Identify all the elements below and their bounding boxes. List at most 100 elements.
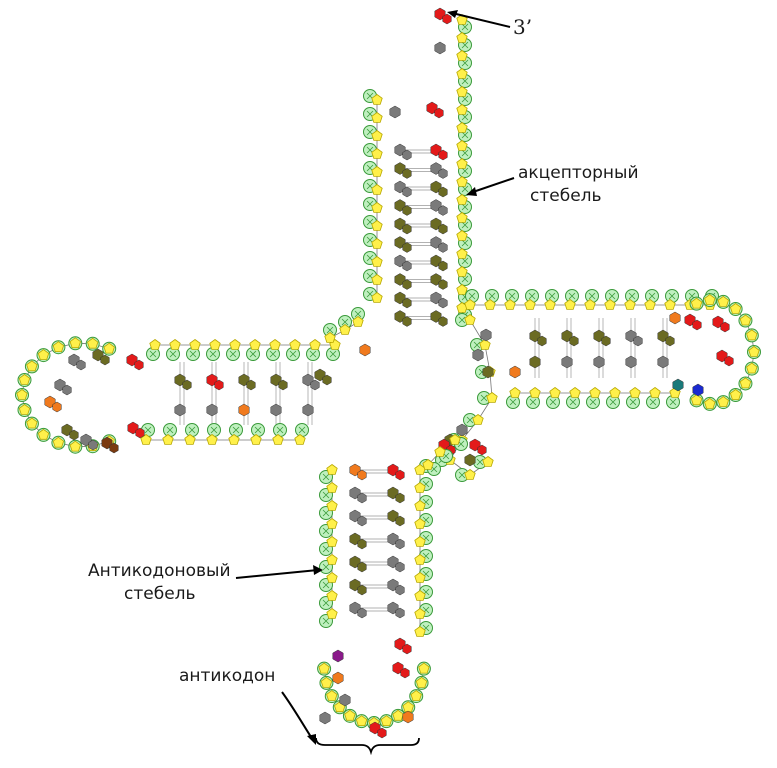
anticodon-label: антикодон [179, 666, 275, 686]
ribose-sugar [184, 434, 196, 445]
phosphate-mark [568, 292, 576, 300]
ribose-sugar [206, 434, 218, 445]
ribose-sugar [624, 299, 636, 310]
phosphate-mark [548, 292, 556, 300]
nucleobase [434, 41, 446, 55]
ribose-sugar [456, 50, 468, 61]
ribose-sugar [326, 482, 338, 493]
phosphate-mark [461, 239, 469, 247]
nucleobase [625, 355, 637, 369]
phosphate-mark [461, 221, 469, 229]
phosphate-mark [649, 398, 657, 406]
phosphate-mark [209, 350, 217, 358]
nucleobase [692, 319, 702, 331]
nucleobase [310, 379, 320, 391]
phosphate-mark [461, 167, 469, 175]
nucleobase [724, 355, 734, 367]
nucleobase [438, 260, 448, 272]
ribose-sugar [229, 339, 241, 350]
nucleobase [438, 297, 448, 309]
phosphate-mark [322, 509, 330, 517]
ribose-sugar [748, 346, 760, 357]
acceptor-stem-label-line1: акцепторный [518, 163, 639, 183]
phosphate-mark [461, 77, 469, 85]
ribose-sugar [414, 554, 426, 565]
ribose-sugar [371, 274, 383, 285]
phosphate-mark [458, 471, 466, 479]
acceptor-stem-arrowhead [466, 187, 477, 196]
ribose-sugar [649, 387, 661, 398]
nucleobase [206, 403, 218, 417]
phosphate-mark [461, 185, 469, 193]
nucleobase [402, 316, 412, 327]
ribose-sugar [456, 176, 468, 187]
phosphate-mark [608, 292, 616, 300]
phosphate-mark [322, 527, 330, 535]
phosphate-mark [210, 426, 218, 434]
nucleobase [657, 355, 669, 369]
phosphate-mark [254, 426, 262, 434]
nucleobase [395, 492, 405, 504]
phosphate-mark [508, 292, 516, 300]
ribose-sugar [644, 299, 656, 310]
nucleobase [395, 538, 405, 550]
ribose-sugar [326, 608, 338, 619]
nucleobase [456, 423, 468, 437]
ribose-sugar [509, 387, 521, 398]
ribose-sugar [414, 608, 426, 619]
ribose-sugar [414, 482, 426, 493]
ribose-sugar [169, 339, 181, 350]
ribose-sugar [37, 349, 50, 360]
ribose-sugar [456, 266, 468, 277]
nucleobase [270, 403, 282, 417]
ribose-sugar [371, 220, 383, 231]
phosphate-mark [461, 95, 469, 103]
phosphate-mark [528, 292, 536, 300]
ribose-sugar [604, 299, 616, 310]
phosphate-mark [473, 341, 481, 349]
nucleobase [438, 279, 448, 290]
phosphate-mark [609, 398, 617, 406]
nucleobase [357, 492, 367, 504]
nucleobase [402, 205, 412, 216]
ribose-sugar [339, 324, 351, 335]
nucleobase [665, 335, 675, 347]
phosphate-mark [329, 350, 337, 358]
ribose-sugar [209, 339, 221, 350]
ribose-sugar [434, 446, 446, 457]
ribose-sugar [549, 387, 561, 398]
nucleobase [438, 242, 448, 253]
nucleobase [402, 242, 412, 253]
nucleobase [402, 260, 412, 272]
ribose-sugar [456, 86, 468, 97]
ribose-sugar [529, 387, 541, 398]
nucleobase [278, 379, 288, 391]
ribose-sugar [371, 184, 383, 195]
ribose-sugar [371, 112, 383, 123]
nucleobase [357, 515, 367, 527]
nucleobase [529, 355, 541, 369]
ribose-sugar [269, 339, 281, 350]
ribose-sugar [87, 337, 99, 349]
nucleobase [720, 321, 730, 333]
ribose-sugar [352, 316, 364, 327]
ribose-sugar [484, 299, 496, 310]
ribose-sugar [422, 459, 434, 470]
anticodon-stem-label-line1: Антикодоновый [88, 561, 231, 581]
ribose-sugar [456, 122, 468, 133]
ribose-sugar [524, 299, 536, 310]
phosphate-mark [461, 203, 469, 211]
ribose-sugar [272, 434, 284, 445]
nucleobase [402, 279, 412, 290]
anticodon-stem-arrow [235, 569, 319, 579]
phosphate-mark [476, 458, 484, 466]
ribose-sugar [26, 417, 38, 429]
ribose-sugar [326, 554, 338, 565]
ribose-sugar [544, 299, 556, 310]
ribose-sugar [456, 140, 468, 151]
ribose-sugar [18, 374, 31, 385]
ribose-sugar [464, 469, 476, 480]
ribose-sugar [26, 360, 38, 372]
nucleobase [395, 584, 405, 596]
ribose-sugar [690, 394, 703, 406]
